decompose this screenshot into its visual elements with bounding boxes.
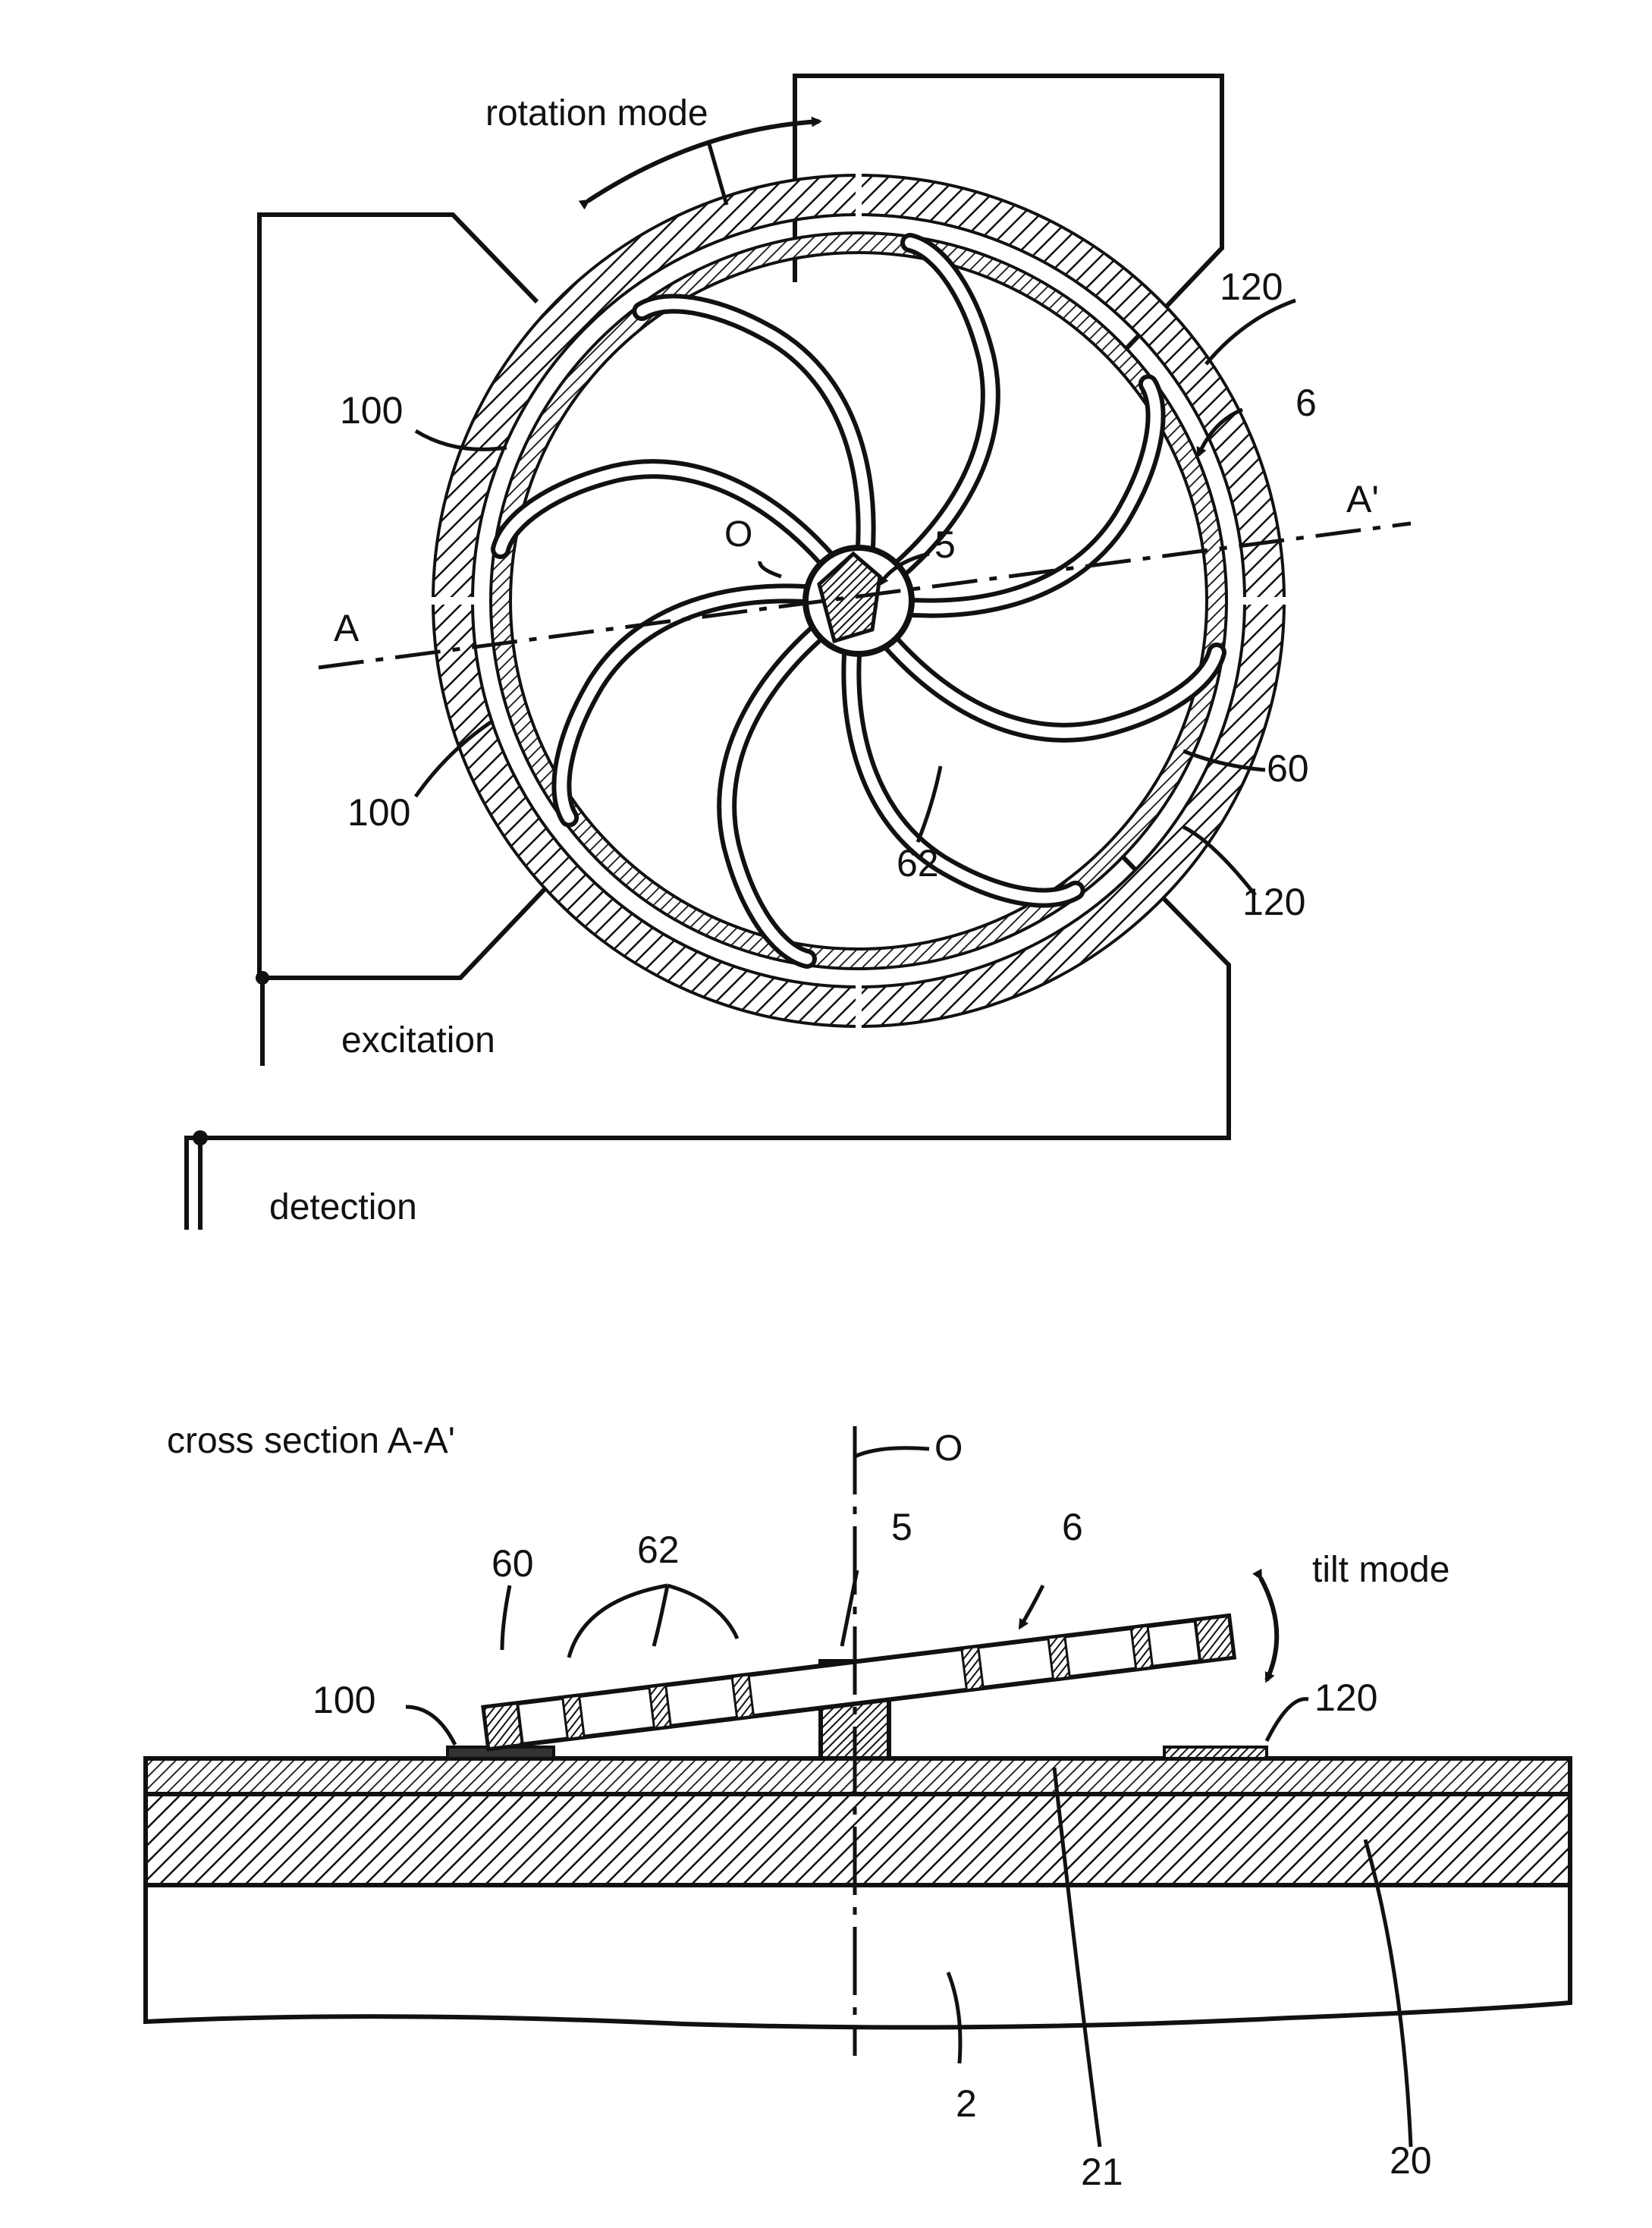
ref-21-bottom: 21 [1081, 2151, 1123, 2193]
ref-60-bottom: 60 [492, 1542, 534, 1585]
ref-62-top: 62 [897, 842, 939, 885]
ref-6-top: 6 [1296, 382, 1317, 424]
layer-21 [146, 1758, 1570, 1794]
rotation-mode-label: rotation mode [485, 93, 708, 134]
ref-60-top: 60 [1267, 747, 1309, 790]
ref-2-bottom: 2 [956, 2082, 977, 2125]
ref-120-upper: 120 [1220, 266, 1283, 308]
detection-label: detection [269, 1187, 417, 1227]
electrode-120-section [1164, 1747, 1267, 1758]
layer-20 [146, 1794, 1570, 1885]
ref-6-bottom: 6 [1062, 1506, 1083, 1548]
ref-100-lower: 100 [347, 791, 410, 834]
ref-5-top: 5 [934, 523, 956, 566]
top-plan-view: rotation mode excitation detection 100 1… [187, 76, 1411, 1230]
axis-o-label: O [934, 1428, 963, 1469]
section-a-prime-label: A' [1346, 478, 1379, 520]
excitation-label: excitation [341, 1020, 495, 1061]
ref-20-bottom: 20 [1390, 2139, 1432, 2182]
cross-section-title: cross section A-A' [167, 1421, 455, 1461]
ref-62-bottom: 62 [637, 1529, 680, 1571]
section-a-label: A [334, 607, 360, 649]
tilt-arrow [1261, 1578, 1277, 1680]
tilt-mode-label: tilt mode [1312, 1550, 1449, 1590]
ref-5-bottom: 5 [891, 1506, 912, 1548]
rotation-pointer [709, 144, 727, 205]
cross-section-view: cross section A-A' [146, 1421, 1570, 2193]
substrate-2 [146, 1885, 1570, 2028]
ref-120-lower: 120 [1242, 881, 1305, 923]
axis-o-leader [855, 1448, 929, 1457]
ref-120-bottom: 120 [1314, 1676, 1377, 1719]
ref-100-upper: 100 [340, 389, 403, 432]
ref-100-bottom: 100 [312, 1679, 375, 1721]
center-o-label: O [724, 514, 752, 555]
excitation-node [256, 971, 269, 985]
